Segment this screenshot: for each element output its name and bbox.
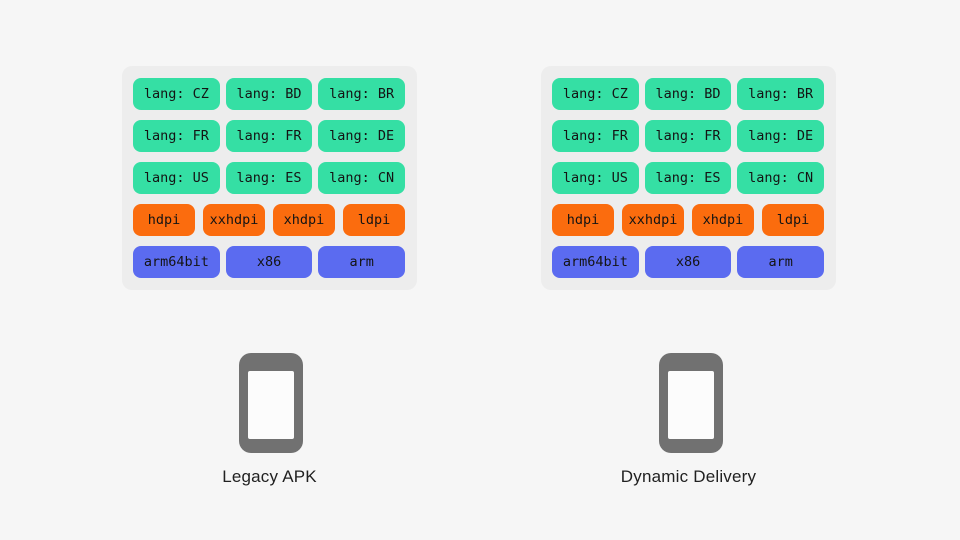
chip-xhdpi: xhdpi [692, 204, 754, 236]
chip-arm: arm [737, 246, 825, 278]
chip-lang-bd: lang: BD [644, 78, 732, 110]
chip-lang-bd: lang: BD [225, 78, 313, 110]
chip-lang-cn: lang: CN [318, 162, 406, 194]
config-panel-legacy-apk: lang: CZ lang: BD lang: BR lang: FR lang… [122, 66, 417, 290]
chip-row-lang-1: lang: CZ lang: BD lang: BR [552, 78, 825, 110]
phone-screen [248, 371, 294, 439]
chip-lang-fr-1: lang: FR [552, 120, 639, 152]
chip-lang-br: lang: BR [318, 78, 406, 110]
chip-lang-fr-2: lang: FR [644, 120, 732, 152]
config-panel-dynamic-delivery: lang: CZ lang: BD lang: BR lang: FR lang… [541, 66, 836, 290]
chip-row-lang-3: lang: US lang: ES lang: CN [552, 162, 825, 194]
chip-row-density: hdpi xxhdpi xhdpi ldpi [552, 204, 824, 236]
chip-row-density: hdpi xxhdpi xhdpi ldpi [133, 204, 405, 236]
chip-hdpi: hdpi [133, 204, 195, 236]
chip-row-lang-3: lang: US lang: ES lang: CN [133, 162, 406, 194]
chip-ldpi: ldpi [762, 204, 824, 236]
chip-lang-fr-1: lang: FR [133, 120, 220, 152]
chip-lang-es: lang: ES [225, 162, 313, 194]
chip-lang-us: lang: US [552, 162, 639, 194]
phone-icon [659, 353, 723, 453]
chip-xxhdpi: xxhdpi [203, 204, 265, 236]
chip-lang-es: lang: ES [644, 162, 732, 194]
chip-xhdpi: xhdpi [273, 204, 335, 236]
chip-hdpi: hdpi [552, 204, 614, 236]
chip-lang-de: lang: DE [318, 120, 406, 152]
chip-lang-de: lang: DE [737, 120, 825, 152]
chip-arm64bit: arm64bit [552, 246, 639, 278]
chip-xxhdpi: xxhdpi [622, 204, 684, 236]
chip-row-abi: arm64bit x86 arm [133, 246, 406, 278]
chip-ldpi: ldpi [343, 204, 405, 236]
legacy-apk-label: Legacy APK [222, 467, 317, 486]
dynamic-delivery-label: Dynamic Delivery [620, 467, 757, 486]
phone-icon [239, 353, 303, 453]
chip-lang-fr-2: lang: FR [225, 120, 313, 152]
chip-lang-cz: lang: CZ [133, 78, 220, 110]
phone-screen [668, 371, 714, 439]
chip-row-lang-2: lang: FR lang: FR lang: DE [552, 120, 825, 152]
chip-row-lang-2: lang: FR lang: FR lang: DE [133, 120, 406, 152]
chip-lang-cn: lang: CN [737, 162, 825, 194]
chip-lang-us: lang: US [133, 162, 220, 194]
chip-row-lang-1: lang: CZ lang: BD lang: BR [133, 78, 406, 110]
chip-row-abi: arm64bit x86 arm [552, 246, 825, 278]
chip-x86: x86 [644, 246, 732, 278]
chip-lang-cz: lang: CZ [552, 78, 639, 110]
chip-lang-br: lang: BR [737, 78, 825, 110]
chip-arm: arm [318, 246, 406, 278]
chip-arm64bit: arm64bit [133, 246, 220, 278]
chip-x86: x86 [225, 246, 313, 278]
